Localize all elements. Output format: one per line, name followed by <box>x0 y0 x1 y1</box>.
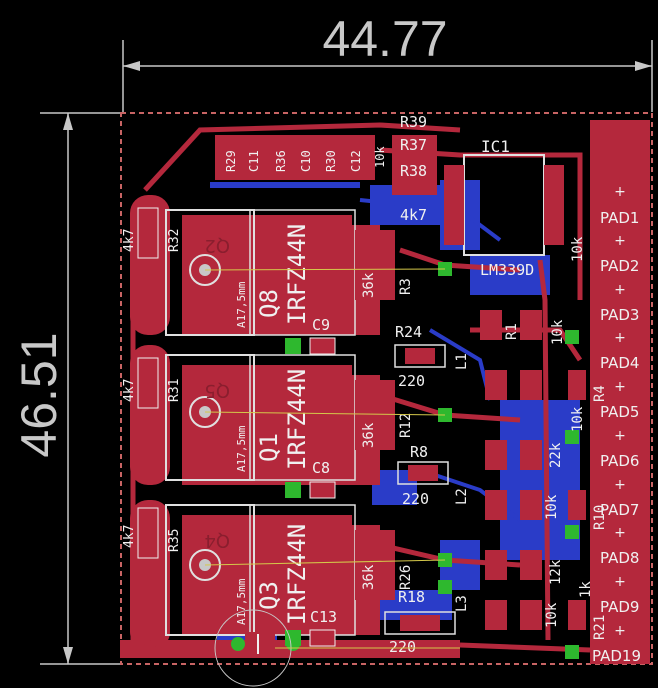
transistor-q8-value: IRFZ44N <box>283 224 311 325</box>
svg-text:+: + <box>614 428 626 444</box>
svg-text:+: + <box>614 574 626 590</box>
r1-label: R1 <box>504 323 520 340</box>
c9-label: C9 <box>312 316 330 334</box>
k12-label: 12k <box>548 559 564 585</box>
top-cap-3: C10 <box>299 150 313 172</box>
transistor-q1-ghost: Q5 <box>204 380 230 401</box>
top-cap-0: R29 <box>224 150 238 172</box>
r12-label: R12 <box>398 413 414 438</box>
heatsink-label-1: A17,5mm <box>235 281 248 328</box>
svg-text:+: + <box>614 379 626 395</box>
ic1: IC1 LM339D <box>444 137 564 279</box>
transistor-q8: Q2 Q8 IRFZ44N A17,5mm <box>165 209 356 336</box>
ic1-value: LM339D <box>480 261 534 279</box>
r4k7-label-c: 4k7 <box>122 525 137 548</box>
v220-label-b: 220 <box>402 490 429 508</box>
pad-label-5: PAD5 <box>600 403 639 421</box>
svg-text:+: + <box>614 477 626 493</box>
c8-label: C8 <box>312 459 330 477</box>
board-outline <box>120 112 653 665</box>
k36-label-b: 36k <box>361 422 377 448</box>
k1-label: 1k <box>578 581 594 598</box>
svg-text:+: + <box>614 282 626 298</box>
pad-label-19: PAD19 <box>592 647 641 665</box>
width-dimension-label: 44.77 <box>322 11 447 67</box>
svg-text:+: + <box>614 525 626 541</box>
r4-label: R4 <box>592 385 608 402</box>
r8-label: R8 <box>410 443 428 461</box>
transistor-q3-ghost: Q4 <box>204 530 230 551</box>
svg-text:+: + <box>614 184 626 200</box>
dimension-width: 44.77 <box>122 11 653 112</box>
transistor-q8-ref: Q8 <box>255 289 283 318</box>
r26-label: R26 <box>398 565 414 590</box>
transistor-q3-ref: Q3 <box>255 581 283 610</box>
bottom-cap <box>245 632 275 656</box>
dimension-height: 46.51 <box>11 112 122 665</box>
top-k10-label: 10k <box>373 146 387 168</box>
transistor-q1-value: IRFZ44N <box>283 369 311 470</box>
k36-label-a: 36k <box>361 272 377 298</box>
k22-label: 22k <box>548 442 564 468</box>
pad-label-7: PAD7 <box>600 501 639 519</box>
left-resistors: 4k7 R32 4k7 R31 4k7 R35 <box>122 207 182 559</box>
pad-label-9: PAD9 <box>600 598 639 616</box>
transistor-q8-ghost: Q2 <box>204 235 230 256</box>
svg-text:+: + <box>614 623 626 639</box>
l3-label: L3 <box>454 595 470 612</box>
r37-label: R37 <box>400 136 427 154</box>
pad-column: PAD1 PAD2 PAD3 PAD4 PAD5 PAD6 PAD7 PAD8 … <box>590 168 650 665</box>
pad-label-1: PAD1 <box>600 209 639 227</box>
l2-label: L2 <box>454 488 470 505</box>
top-cap-1: C11 <box>247 150 261 172</box>
svg-text:+: + <box>614 233 626 249</box>
series-resistors: R24 220 R8 220 R18 220 <box>384 323 456 656</box>
r24-label: R24 <box>395 323 422 341</box>
r31-label: R31 <box>167 379 182 402</box>
r10-label: R10 <box>592 505 608 530</box>
drain-resistors: 36k R3 36k R12 36k R26 <box>355 230 414 600</box>
l1-label: L1 <box>454 353 470 370</box>
r21-label: R21 <box>592 615 608 640</box>
pad-label-4: PAD4 <box>600 354 639 372</box>
k10-label-d: 10k <box>544 602 560 628</box>
r3-label: R3 <box>398 278 414 295</box>
v220-label-c: 220 <box>389 638 416 656</box>
r18-label: R18 <box>398 588 425 606</box>
ic1-ref: IC1 <box>481 137 510 156</box>
k10-label-b: 10k <box>570 406 586 432</box>
height-dimension-label: 46.51 <box>11 332 67 457</box>
k36-label-c: 36k <box>361 564 377 590</box>
pad-label-3: PAD3 <box>600 306 639 324</box>
top-cap-2: R36 <box>274 150 288 172</box>
transistor-q1-ref: Q1 <box>255 433 283 462</box>
heatsink-label-2: A17,5mm <box>235 425 248 472</box>
heatsink-label-3: A17,5mm <box>235 578 248 625</box>
r32-label: R32 <box>167 229 182 252</box>
pad-label-6: PAD6 <box>600 452 639 470</box>
comparator-section: R1 10k R4 10k 22k 10k R10 12k 1k 10k R21… <box>454 236 608 640</box>
air-wires <box>204 268 460 649</box>
top-cap-4: R30 <box>324 150 338 172</box>
r4k7-label-b: 4k7 <box>122 379 137 402</box>
c13-label: C13 <box>310 608 337 626</box>
top-cap-5: C12 <box>349 150 363 172</box>
v220-label-a: 220 <box>398 372 425 390</box>
r4k7-label-a: 4k7 <box>122 229 137 252</box>
caps: C9 C8 C13 <box>214 262 579 687</box>
pad-label-8: PAD8 <box>600 549 639 567</box>
transistor-q3-value: IRFZ44N <box>283 524 311 625</box>
svg-text:+: + <box>614 330 626 346</box>
top-components: R29 C11 R36 C10 R30 C12 10k R39 R37 R38 … <box>215 113 437 224</box>
pad-label-2: PAD2 <box>600 257 639 275</box>
r38-label: R38 <box>400 162 427 180</box>
k10-label-a: 10k <box>550 319 566 345</box>
r35-label: R35 <box>167 529 182 552</box>
r4k7-label-d: 4k7 <box>400 206 427 224</box>
k10-label-e: 10k <box>570 236 586 262</box>
k10-label-c: 10k <box>544 494 560 520</box>
r39-label: R39 <box>400 113 427 131</box>
